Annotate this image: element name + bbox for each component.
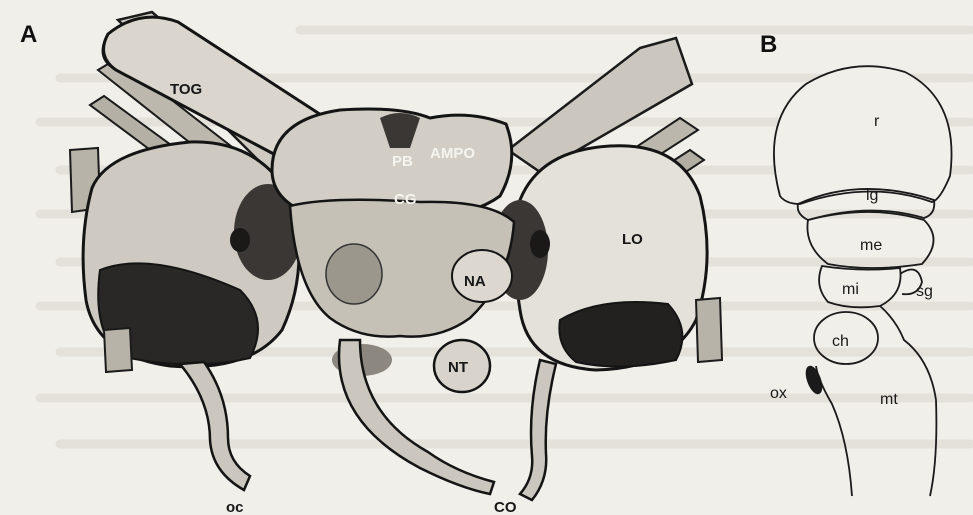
label-mi: mi (842, 281, 859, 298)
ox-structure (804, 365, 825, 395)
label-sg: sg (916, 283, 933, 300)
label-ch: ch (832, 333, 849, 350)
label-na: NA (464, 273, 486, 290)
label-oc: oc (226, 499, 244, 515)
label-pb: PB (392, 153, 413, 170)
panel-b-letter: B (760, 31, 777, 58)
label-mt: mt (880, 391, 898, 408)
lower-stalk-left (180, 362, 250, 490)
label-tog: TOG (170, 81, 202, 98)
label-cg: CG (394, 191, 417, 208)
label-ox: ox (770, 385, 787, 402)
label-lo: LO (622, 231, 643, 248)
label-me: me (860, 237, 882, 254)
label-lg: lg (866, 187, 878, 204)
label-r: r (874, 113, 880, 130)
panel-a-letter: A (20, 21, 37, 48)
label-nt: NT (448, 359, 468, 376)
lower-stalk-right (520, 360, 556, 500)
label-co: CO (494, 499, 517, 515)
label-ampo: AMPO (430, 145, 475, 162)
lobe-mi (819, 266, 900, 307)
lobe-r (774, 66, 952, 204)
